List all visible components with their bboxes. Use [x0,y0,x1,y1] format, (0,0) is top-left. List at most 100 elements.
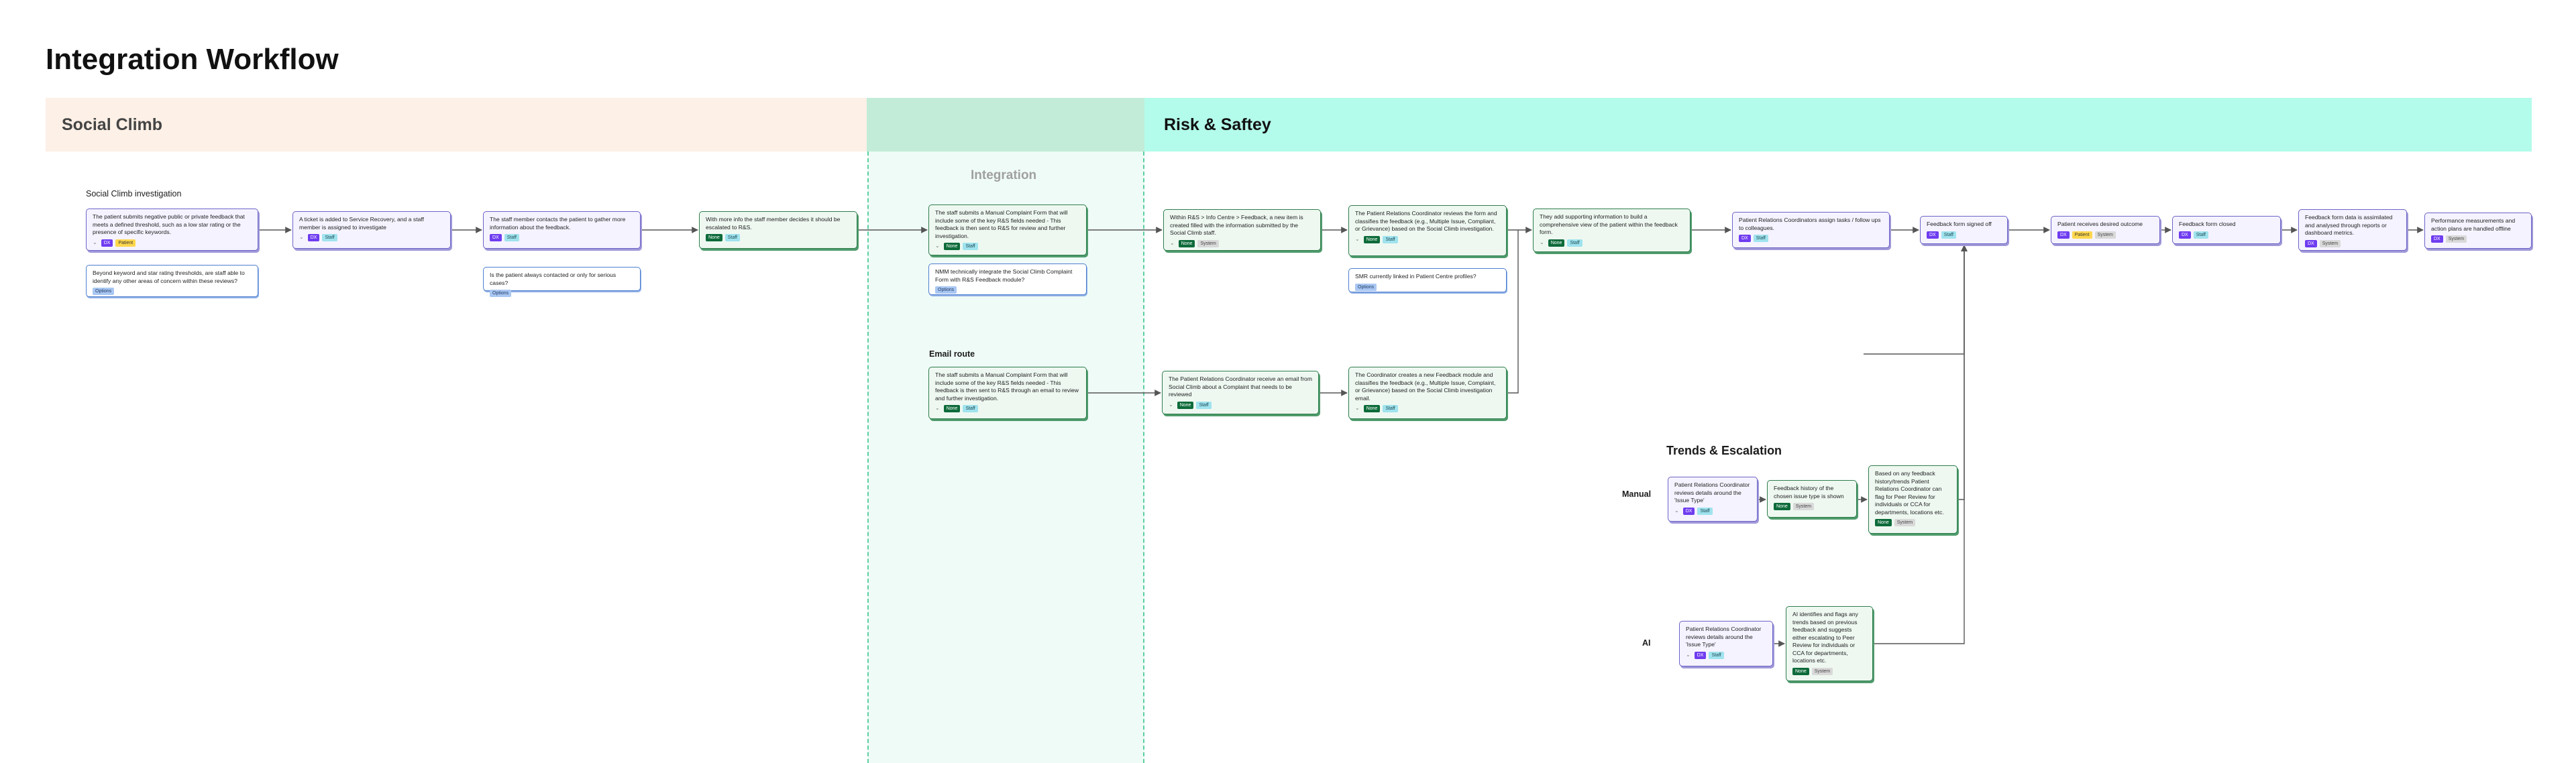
chevron-down-icon[interactable]: ⌄ [1686,651,1690,658]
card-text: The staff submits a Manual Complaint For… [935,371,1079,402]
chevron-down-icon[interactable]: ⌄ [1355,235,1360,242]
card-text: Within R&S > Info Centre > Feedback, a n… [1170,214,1303,237]
tag-dx: DX [1927,231,1939,239]
risk-safety-band [1144,98,2532,152]
tag-staff: Staff [724,234,741,242]
tag-dx: DX [101,239,113,247]
card-text: A ticket is added to Service Recovery, a… [299,216,424,231]
card-text: The patient submits negative public or p… [93,213,245,236]
process-card-form-signed-off[interactable]: Feedback form signed off DX Staff [1920,216,2008,244]
tag-staff: Staff [1697,507,1713,515]
process-card-supporting-info[interactable]: They add supporting information to build… [1533,209,1690,252]
card-tags: None System [1774,503,1851,511]
trends-escalation-label: Trends & Escalation [1666,444,1782,457]
tag-dx: DX [2305,239,2317,247]
question-card-patient-contacted[interactable]: Is the patient always contacted or only … [483,267,641,298]
process-card-email-complaint-form[interactable]: The staff submits a Manual Complaint For… [928,367,1087,419]
tag-none: None [1177,401,1194,409]
chevron-down-icon[interactable]: ⌄ [1674,507,1679,514]
investigation-label: Social Climb investigation [86,189,182,198]
card-tags: DX Staff [1739,235,1884,243]
card-tags: ⌄ None Staff [935,243,1081,251]
card-text: Feedback history of the chosen issue typ… [1774,485,1844,500]
process-card-manual-review-issue-type[interactable]: Patient Relations Coordinator reviews de… [1668,477,1758,522]
card-tags: None Staff [706,234,851,242]
email-route-label: Email route [929,349,975,359]
card-tags: ⌄ None Staff [1355,235,1501,243]
connector [1873,245,1968,644]
question-card-smr-linked[interactable]: SMR currently linked in Patient Centre p… [1348,268,1507,292]
card-tags: DX Staff [2179,231,2275,239]
chevron-down-icon[interactable]: ⌄ [299,234,304,241]
tag-none: None [1875,519,1892,527]
chevron-down-icon[interactable]: ⌄ [935,243,940,249]
tag-dx: DX [490,234,502,242]
process-card-performance-measurements[interactable]: Performance measurements and action plan… [2424,213,2532,249]
tag-staff: Staff [1709,651,1724,659]
card-text: Feedback form data is assimilated and an… [2305,214,2393,237]
process-card-assign-tasks[interactable]: Patient Relations Coordinators assign ta… [1732,212,1890,248]
card-tags: Options [490,290,635,298]
tag-system: System [1811,667,1833,675]
card-tags: DX Staff [1927,231,2002,239]
card-text: Performance measurements and action plan… [2431,217,2516,232]
process-card-form-closed[interactable]: Feedback form closed DX Staff [2172,216,2281,244]
tag-patient: Patient [2072,231,2092,239]
chevron-down-icon[interactable]: ⌄ [1169,401,1173,408]
process-card-receive-email[interactable]: The Patient Relations Coordinator receiv… [1162,371,1319,414]
process-card-data-analysed[interactable]: Feedback form data is assimilated and an… [2298,209,2407,251]
chevron-down-icon[interactable]: ⌄ [1540,239,1544,245]
card-tags: ⌄ DX Staff [1686,651,1767,659]
chevron-down-icon[interactable]: ⌄ [93,239,97,245]
process-card-feedback-history[interactable]: Feedback history of the chosen issue typ… [1767,480,1857,518]
process-card-desired-outcome[interactable]: Patient receives desired outcome DX Pati… [2051,216,2160,244]
tag-none: None [1548,239,1565,247]
card-tags: ⌄ DX Staff [1674,507,1752,515]
tag-staff: Staff [1941,231,1957,239]
tag-none: None [1774,503,1790,511]
process-card-info-centre-item[interactable]: Within R&S > Info Centre > Feedback, a n… [1163,209,1321,251]
tag-none: None [1363,405,1381,413]
process-card-escalate-to-rs[interactable]: With more info the staff member decides … [699,211,857,249]
process-card-ai-review-issue-type[interactable]: Patient Relations Coordinator reviews de… [1679,621,1773,666]
tag-staff: Staff [504,234,520,242]
process-card-negative-feedback[interactable]: The patient submits negative public or p… [86,209,258,251]
card-tags: ⌄ DX Staff [299,234,445,242]
tag-none: None [1363,235,1381,243]
tag-dx: DX [307,234,320,242]
tag-staff: Staff [1383,235,1398,243]
chevron-down-icon[interactable]: ⌄ [935,405,940,412]
tag-dx: DX [2057,231,2070,239]
tag-system: System [2094,231,2116,239]
card-tags: ⌄ None System [1170,239,1315,247]
card-tags: DX System [2431,235,2526,243]
process-card-contact-patient[interactable]: The staff member contacts the patient to… [483,211,641,249]
tag-options: Options [935,286,957,294]
card-text: With more info the staff member decides … [706,216,841,231]
process-card-classify-feedback[interactable]: The Patient Relations Coordinator review… [1348,205,1507,256]
process-card-create-feedback-module[interactable]: The Coordinator creates a new Feedback m… [1348,367,1507,419]
tag-dx: DX [2179,231,2191,239]
card-tags: DX System [2305,239,2401,247]
card-text: Beyond keyword and star rating threshold… [93,270,245,284]
chevron-down-icon[interactable]: ⌄ [1355,405,1360,412]
card-tags: DX Staff [490,234,635,242]
chevron-down-icon[interactable]: ⌄ [1170,239,1175,246]
process-card-ticket-added[interactable]: A ticket is added to Service Recovery, a… [292,211,451,249]
tag-options: Options [93,288,115,296]
tag-options: Options [1355,283,1377,291]
question-card-keyword-thresholds[interactable]: Beyond keyword and star rating threshold… [86,265,258,297]
card-tags: ⌄ DX Patient [93,239,252,247]
question-card-nmm-integration[interactable]: NMM technically integrate the Social Cli… [928,263,1087,295]
integration-band [867,98,1144,152]
process-card-flag-peer-review[interactable]: Based on any feedback history/trends Pat… [1868,465,1957,534]
process-card-ai-flags-trends[interactable]: AI identifies and flags any trends based… [1786,606,1873,681]
tag-dx: DX [1694,651,1707,659]
card-text: Patient Relations Coordinator reviews de… [1686,626,1762,648]
tag-dx: DX [1739,235,1751,243]
card-tags: ⌄ None Staff [1169,401,1313,409]
process-card-manual-complaint-form[interactable]: The staff submits a Manual Complaint For… [928,204,1087,255]
card-text: Patient Relations Coordinators assign ta… [1739,217,1881,231]
manual-label: Manual [1622,489,1652,499]
